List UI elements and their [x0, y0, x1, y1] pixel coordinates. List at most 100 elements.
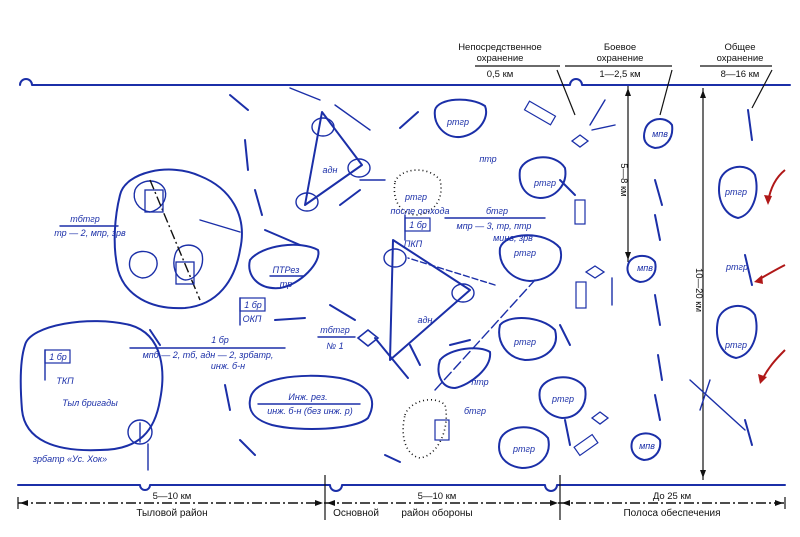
general-guard-title-2: охранение [717, 53, 764, 64]
tbtgr-area-left [113, 168, 243, 310]
rtgr-f1-label: ртгр [724, 187, 747, 197]
rtgr-top-label: ртгр [446, 117, 469, 127]
direct-guard-distance: 0,5 км [487, 69, 514, 80]
adn-top-area [304, 111, 363, 206]
flank-arrow [407, 257, 496, 286]
mpv-3-label: мпв [639, 441, 655, 451]
guard-posts [289, 87, 746, 431]
rear-area-label: Тыловой район [136, 508, 207, 519]
rear-brigade-label: Тыл бригады [62, 398, 118, 408]
main-area-label-b: район обороны [401, 507, 472, 519]
ptr-top-label: птр [479, 154, 496, 164]
main-area-label-a: Основной [333, 508, 379, 519]
tkp-flag-label: 1 бр [49, 352, 67, 362]
direct-guard-title-2: охранение [477, 53, 524, 64]
adn-mid-unit-2 [451, 283, 475, 303]
rtgr-f2-label: ртгр [724, 340, 747, 350]
adn-top-label: адн [323, 165, 338, 175]
tbtgr-inner-unit-3 [173, 244, 204, 281]
rear-distance: 5—10 км [153, 491, 192, 502]
general-guard-title-1: Общее [724, 42, 755, 53]
btgr-top-label: бтгр [486, 206, 508, 216]
tbtgr-box-2 [175, 261, 195, 285]
boundary-top [19, 78, 791, 86]
btgr-bot-label: бтгр [464, 406, 486, 416]
brigade-main-composition-1: мпб — 2, тб, адн — 2, зрбатр, [143, 350, 274, 360]
btgr-top-composition-1: мпр — 3, тр, птр [457, 221, 532, 231]
defensive-ticks [149, 94, 753, 463]
general-guard-distance: 8—16 км [721, 69, 760, 80]
ptr-bot-label: птр [471, 377, 488, 387]
boundary-bottom [17, 484, 786, 492]
rtgr-top-area [433, 98, 488, 139]
rtgr-e-area [498, 426, 550, 469]
brigade-main-composition-2: инж. б-н [211, 361, 245, 371]
footer-dimensions [17, 475, 786, 520]
tkp-flag [44, 349, 71, 364]
btgr-bot-area [402, 399, 447, 459]
pkp-flag-label: 1 бр [409, 220, 427, 230]
adn-top-unit-1 [311, 117, 335, 137]
tbtgr-inner-unit-2 [128, 250, 158, 279]
tkp-label: ТКП [56, 376, 74, 386]
rtgr-b-area [498, 234, 563, 282]
tbtgr-n1-number: № 1 [326, 341, 343, 351]
withdraw-arrow [434, 279, 536, 391]
combat-guard-title-2: охранение [597, 53, 644, 64]
main-distance: 5—10 км [418, 491, 457, 502]
tbtgr-n1-symbol [356, 328, 380, 348]
support-distance: До 25 км [653, 491, 691, 502]
rtgr-after-withdraw-area [393, 169, 442, 216]
okp-flag-label: 1 бр [244, 300, 262, 310]
rtgr-d-area [538, 376, 587, 419]
rtgr-a-label: ртгр [533, 178, 556, 188]
brigade-main-label: 1 бр [211, 335, 229, 345]
tbtgr-ptrez-arrow [199, 219, 241, 233]
zrbatr-symbol [127, 419, 153, 445]
vertical-dimensions [625, 86, 706, 480]
tbtgr-box-1 [144, 189, 164, 213]
mpv-1-label: мпв [652, 129, 668, 139]
rtgr-d-label: ртгр [551, 394, 574, 404]
support-zone-label: Полоса обеспечения [623, 507, 720, 519]
rtgr-f2-area [716, 305, 758, 359]
mpv-2-label: мпв [637, 263, 653, 273]
mpv-2-area [626, 254, 657, 283]
rear-brigade-area [19, 320, 164, 452]
engineer-reserve-label-1: Инж. рез. [288, 392, 327, 402]
mpv-3-area [630, 432, 662, 461]
enemy-attack-arrows [754, 169, 786, 384]
adn-mid-unit-1 [383, 248, 407, 268]
combat-guard-distance: 1—2,5 км [599, 69, 640, 80]
combat-guard-title-1: Боевое [604, 42, 636, 53]
pkp-flag [404, 217, 431, 232]
header-dimensions [475, 65, 773, 116]
adn-top-unit-2 [347, 158, 371, 178]
direct-guard-title-1: Непосредственное [458, 42, 542, 53]
rtgr-e-label: ртгр [512, 444, 535, 454]
minefields [434, 100, 599, 457]
ptr-bot-area [437, 347, 492, 389]
span-long-label: 10—20 км [693, 268, 704, 312]
ptrez-area [248, 243, 320, 290]
rtgr-f3-label: ртгр [725, 262, 748, 272]
rtgr-f1-area [718, 165, 758, 219]
adn-top-unit-3 [295, 192, 319, 212]
rtgr-c-label: ртгр [513, 337, 536, 347]
tbtgr-left-label: тбтгр [70, 214, 100, 224]
engineer-reserve-area [248, 374, 373, 431]
after-withdraw-label: после отхода [391, 206, 450, 216]
okp-label: ОКП [243, 314, 262, 324]
tbtgr-left-composition: тр — 2, мпр, зрв [54, 228, 126, 238]
rtgr-b-label: ртгр [513, 248, 536, 258]
tbtgr-n1-label: тбтгр [320, 325, 350, 335]
tbtgr-inner-unit-1 [133, 180, 167, 213]
okp-flag [239, 297, 266, 312]
mpv-1-area [643, 118, 674, 149]
span-short-label: 5—8 км [618, 163, 629, 196]
tbtgr-axis [149, 179, 201, 301]
ptrez-sub-label: тр [280, 279, 292, 289]
pkp-label: ПКП [404, 239, 423, 249]
